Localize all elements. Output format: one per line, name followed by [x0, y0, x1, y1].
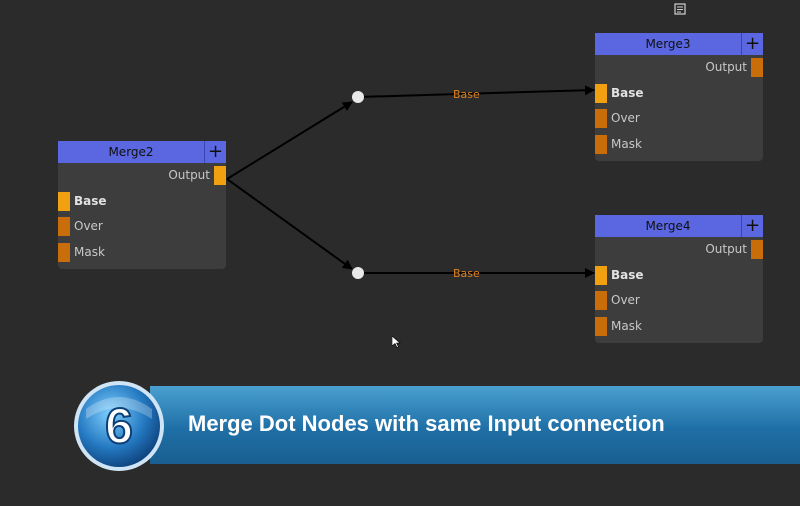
input-row: Over	[595, 106, 763, 132]
output-row: Output	[595, 237, 763, 263]
output-row: Output	[58, 163, 226, 189]
input-label: Base	[611, 85, 644, 100]
input-port[interactable]	[58, 191, 70, 211]
node-graph-icon[interactable]	[674, 3, 686, 15]
output-port[interactable]	[751, 240, 763, 259]
input-label: Mask	[611, 136, 642, 151]
input-label: Base	[611, 267, 644, 282]
dot-node[interactable]	[352, 267, 364, 279]
output-row: Output	[595, 55, 763, 81]
output-label: Output	[705, 242, 747, 256]
merge-node[interactable]: Merge3 + Output Base Over Mask	[595, 33, 763, 161]
input-row: Base	[58, 189, 226, 215]
merge-node[interactable]: Merge4 + Output Base Over Mask	[595, 215, 763, 343]
input-port[interactable]	[58, 242, 70, 262]
input-port[interactable]	[595, 291, 607, 310]
add-input-button[interactable]: +	[741, 33, 763, 55]
cursor-icon	[392, 336, 401, 348]
input-label: Base	[74, 193, 107, 208]
input-port[interactable]	[595, 316, 607, 336]
input-label: Over	[611, 111, 640, 125]
node-header[interactable]: Merge4 +	[595, 215, 763, 237]
node-header[interactable]: Merge2 +	[58, 141, 226, 163]
input-label: Mask	[611, 318, 642, 333]
node-title: Merge3	[645, 37, 691, 51]
input-label: Over	[611, 293, 640, 307]
input-port[interactable]	[595, 265, 607, 285]
add-input-button[interactable]: +	[204, 141, 226, 163]
input-label: Mask	[74, 244, 105, 259]
output-label: Output	[705, 60, 747, 74]
connection-line[interactable]	[357, 85, 595, 98]
input-port[interactable]	[595, 134, 607, 154]
connection-label: Base	[453, 267, 480, 280]
connection-line[interactable]	[226, 101, 353, 180]
merge-node[interactable]: Merge2 + Output Base Over Mask	[58, 141, 226, 269]
input-label: Over	[74, 219, 103, 233]
input-row: Mask	[595, 132, 763, 158]
connection-line[interactable]	[226, 178, 353, 270]
input-row: Over	[595, 288, 763, 314]
node-title: Merge4	[645, 219, 691, 233]
input-row: Base	[595, 81, 763, 107]
step-number: 6	[105, 398, 133, 454]
output-label: Output	[168, 168, 210, 182]
node-title: Merge2	[108, 145, 154, 159]
tip-banner: Merge Dot Nodes with same Input connecti…	[150, 386, 800, 464]
step-number-badge: 6	[74, 381, 164, 471]
output-port[interactable]	[751, 58, 763, 77]
input-row: Mask	[58, 240, 226, 266]
input-row: Over	[58, 214, 226, 240]
banner-title: Merge Dot Nodes with same Input connecti…	[188, 411, 665, 436]
input-row: Mask	[595, 314, 763, 340]
input-row: Base	[595, 263, 763, 289]
output-port[interactable]	[214, 166, 226, 185]
add-input-button[interactable]: +	[741, 215, 763, 237]
connection-label: Base	[453, 88, 480, 101]
node-header[interactable]: Merge3 +	[595, 33, 763, 55]
input-port[interactable]	[58, 217, 70, 236]
input-port[interactable]	[595, 83, 607, 103]
dot-node[interactable]	[352, 91, 364, 103]
input-port[interactable]	[595, 109, 607, 128]
